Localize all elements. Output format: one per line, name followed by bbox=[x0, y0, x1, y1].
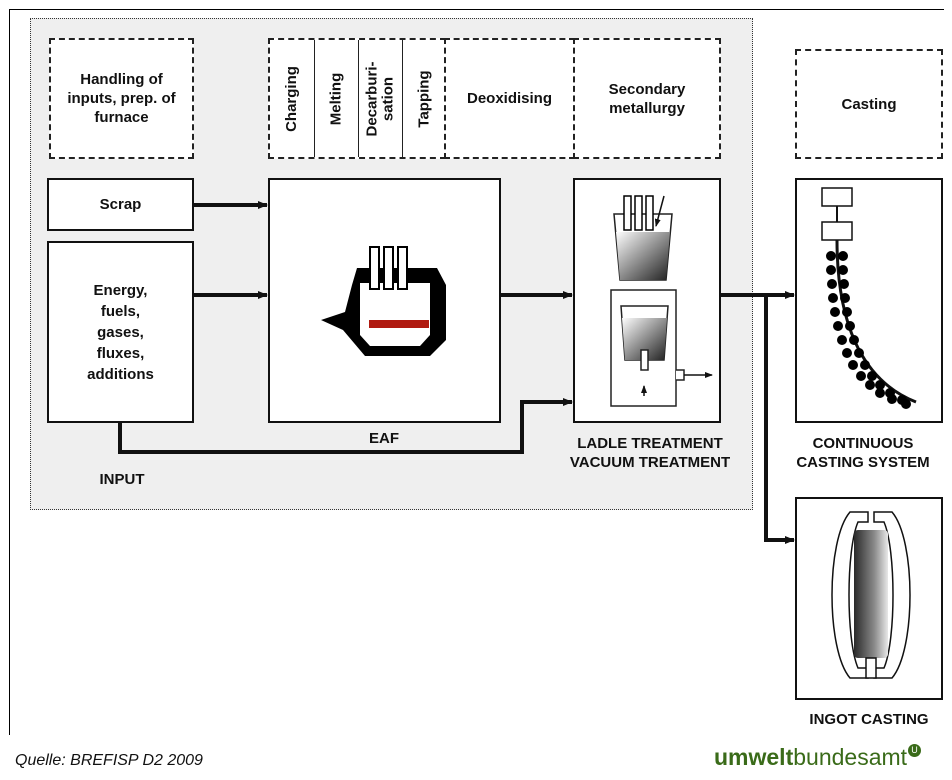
continuous-caster-drawing bbox=[821, 187, 917, 409]
label-eaf: EAF bbox=[369, 430, 399, 447]
source-caption: Quelle: BREFISP D2 2009 bbox=[15, 752, 203, 769]
ladle-drawing bbox=[613, 195, 673, 281]
diagram-frame bbox=[9, 9, 944, 735]
arrow-input-to-ladle bbox=[118, 398, 573, 454]
label-input: INPUT bbox=[99, 471, 145, 488]
header-charging: Charging bbox=[270, 40, 315, 157]
header-melting: Melting bbox=[315, 40, 359, 157]
header-secondary-metallurgy: Secondary metallurgy bbox=[573, 38, 721, 159]
label-ladle-vacuum: LADLE TREATMENT VACUUM TREATMENT bbox=[569, 435, 731, 471]
label-ingot-casting: INGOT CASTING bbox=[809, 711, 929, 728]
vacuum-vessel-drawing bbox=[610, 289, 713, 407]
scrap-box: Scrap bbox=[47, 178, 194, 231]
arrow-ladle-to-ingot bbox=[764, 295, 795, 544]
eaf-furnace-drawing bbox=[321, 246, 446, 356]
energy-box: Energy, fuels, gases, fluxes, additions bbox=[47, 241, 194, 423]
ingot-mould-drawing bbox=[831, 511, 911, 679]
label-continuous-casting: CONTINUOUS CASTING SYSTEM bbox=[796, 435, 930, 471]
header-handling: Handling of inputs, prep. of furnace bbox=[49, 38, 194, 159]
logo-mark-icon: U bbox=[908, 744, 922, 757]
header-casting: Casting bbox=[795, 49, 943, 159]
header-decarburisation: Decarburi- sation bbox=[359, 40, 403, 157]
header-eaf-steps: Charging Melting Decarburi- sation Tappi… bbox=[268, 38, 446, 159]
